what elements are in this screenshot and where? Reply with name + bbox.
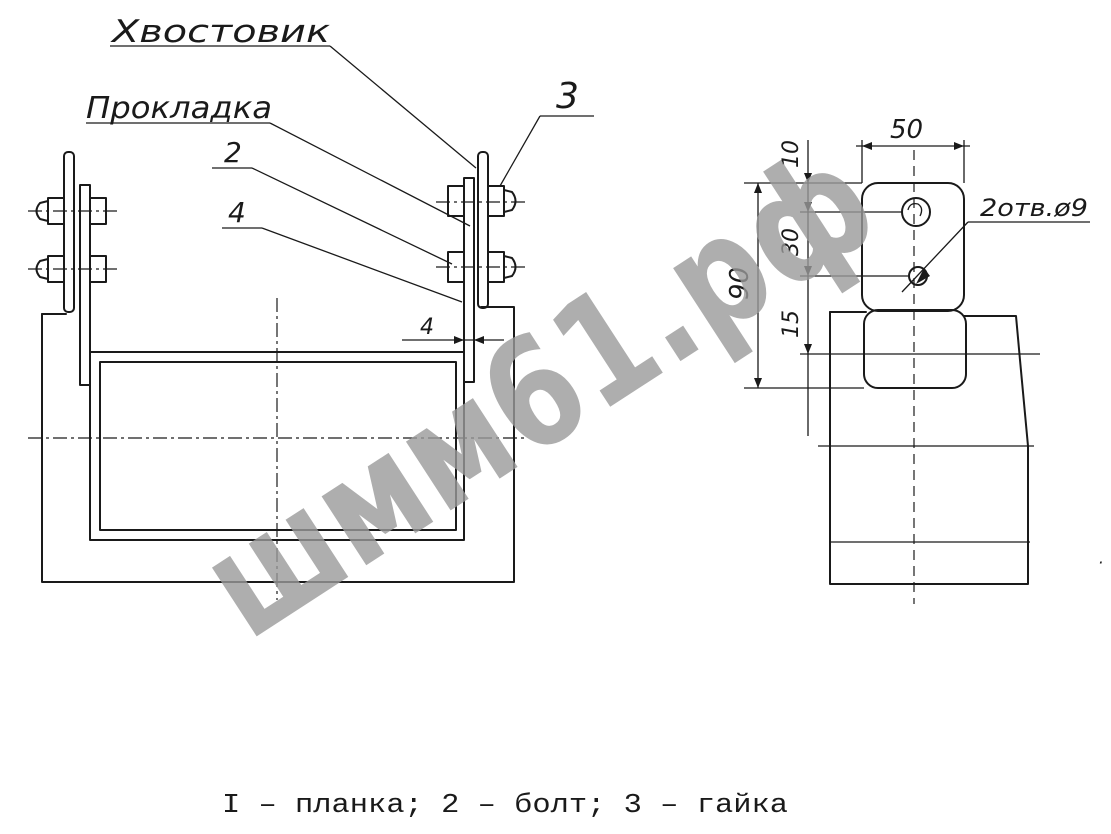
svg-text:·: · (1098, 553, 1103, 572)
dim-top-10: 10 (779, 140, 804, 168)
dim-bottom-15: 15 (779, 310, 804, 338)
dim-pitch-30: 30 (779, 228, 804, 256)
label-part-2: 2 (224, 136, 242, 169)
label-gasket: Прокладка (86, 91, 272, 126)
inner-window-inner (99, 361, 457, 531)
left-strap (28, 151, 118, 386)
label-part-3: 3 (556, 76, 579, 117)
leaders (86, 45, 594, 344)
strap-plate-lower (863, 309, 967, 389)
dim-holes: 2отв.ø9 (980, 194, 1088, 222)
label-tail: Хвостовик (109, 14, 330, 50)
right-strap (436, 151, 528, 383)
dim-overall-90: 90 (725, 267, 755, 300)
caption: I – планка; 2 – болт; 3 – гайка (222, 791, 788, 821)
front-view: Хвостовик Прокладка 3 2 4 4 (28, 14, 594, 600)
watermark: шмм61.рф (173, 112, 905, 672)
side-body-outline (829, 311, 1029, 585)
label-part-4: 4 (228, 196, 246, 229)
side-view: 50 90 10 30 15 2отв.ø9 · (725, 115, 1103, 604)
dim-width-50: 50 (890, 115, 923, 145)
body-outline (41, 306, 515, 583)
hole-upper (901, 197, 931, 227)
label-thickness-4: 4 (420, 315, 434, 340)
